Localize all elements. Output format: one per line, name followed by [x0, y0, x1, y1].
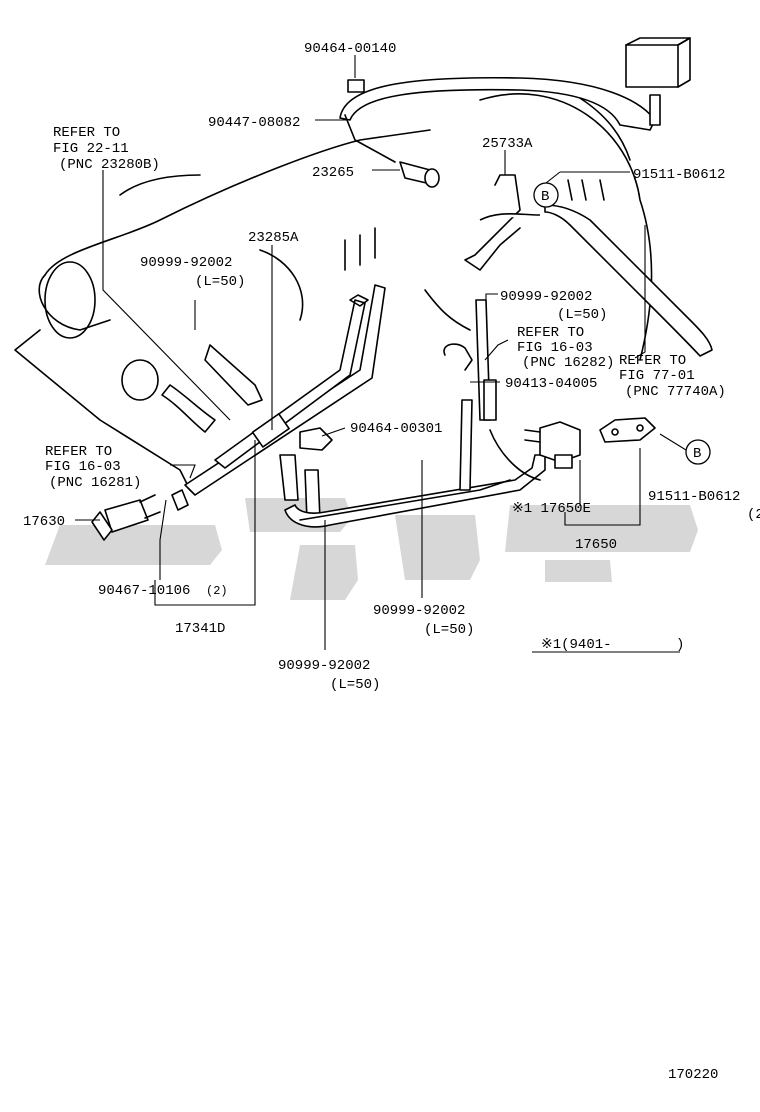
label-refer-22-11-b: FIG 22-11	[53, 141, 129, 157]
callout-b-text-bottom: B	[693, 446, 701, 462]
label-90999-92002-b: 90999-92002	[500, 289, 592, 305]
label-25733a: 25733A	[482, 136, 533, 152]
label-qty-2: (2)	[206, 584, 228, 598]
sensor-17630	[91, 489, 189, 541]
label-refer-16-03-l-a: REFER TO	[45, 444, 112, 460]
label-17630: 17630	[23, 514, 65, 530]
vacuum-hoses-center	[443, 299, 541, 491]
label-17650: 17650	[575, 537, 617, 553]
label-refer-77-01-a: REFER TO	[619, 353, 686, 369]
label-footnote-end: )	[676, 637, 684, 653]
label-qty-2-right: (2	[747, 507, 760, 523]
vacuum-hose-top	[339, 37, 691, 131]
leader-lines	[75, 55, 687, 653]
label-refer-16-03-l-b: FIG 16-03	[45, 459, 121, 475]
label-90464-00140: 90464-00140	[304, 41, 396, 57]
label-90447-08082: 90447-08082	[208, 115, 300, 131]
callout-b-bottom	[685, 439, 711, 465]
callout-b-text-top: B	[541, 189, 549, 205]
part-labels: 90464-00140 90447-08082 REFER TO FIG 22-…	[23, 41, 760, 1083]
label-90999-92002-a: 90999-92002	[140, 255, 232, 271]
label-17650e: ※1 17650E	[512, 501, 591, 517]
label-refer-22-11-c: (PNC 23280B)	[59, 157, 160, 173]
label-23265: 23265	[312, 165, 354, 181]
label-91511-b0612-top: 91511-B0612	[633, 167, 725, 183]
label-23285a: 23285A	[248, 230, 299, 246]
label-17341d: 17341D	[175, 621, 225, 637]
label-refer-16-03-r-c: (PNC 16282)	[522, 355, 614, 371]
label-refer-16-03-r-a: REFER TO	[517, 325, 584, 341]
label-90999-92002-c: 90999-92002	[373, 603, 465, 619]
vsv-hoses-left	[161, 227, 386, 521]
figure-number: 170220	[668, 1067, 718, 1083]
engine-block	[14, 93, 653, 491]
label-91511-b0612-bottom: 91511-B0612	[648, 489, 740, 505]
label-refer-16-03-r-b: FIG 16-03	[517, 340, 593, 356]
label-refer-16-03-l-c: (PNC 16281)	[49, 475, 141, 491]
vacuum-pipe-bottom	[284, 454, 546, 528]
label-l50-c: (L=50)	[424, 622, 474, 638]
label-90467-10106: 90467-10106	[98, 583, 190, 599]
label-90999-92002-d: 90999-92002	[278, 658, 370, 674]
label-refer-77-01-c: (PNC 77740A)	[625, 384, 726, 400]
label-l50-b: (L=50)	[557, 307, 607, 323]
label-l50-d: (L=50)	[330, 677, 380, 693]
label-refer-77-01-b: FIG 77-01	[619, 368, 695, 384]
label-refer-22-11-a: REFER TO	[53, 125, 120, 141]
bracket-25733a	[464, 174, 713, 357]
label-90464-00301: 90464-00301	[350, 421, 442, 437]
vsv-17650e	[524, 421, 581, 469]
bracket-right	[599, 417, 656, 443]
valve-23265	[344, 114, 440, 188]
label-90413-04005: 90413-04005	[505, 376, 597, 392]
label-footnote: ※1(9401-	[541, 637, 612, 653]
clamp-90464-00301	[299, 427, 333, 451]
label-l50-a: (L=50)	[195, 274, 245, 290]
